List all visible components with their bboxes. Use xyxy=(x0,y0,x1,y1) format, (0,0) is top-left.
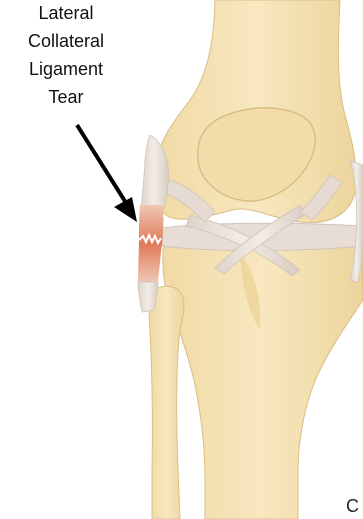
annotation-label-line-3: Ligament xyxy=(0,58,132,80)
fibula-bone xyxy=(149,286,184,519)
ligament-tear xyxy=(138,205,163,282)
tibia-bone xyxy=(163,237,363,519)
annotation-label-line-2: Collateral xyxy=(0,30,132,52)
arrow-down-right-icon xyxy=(77,125,137,222)
annotation-label-line-4: Tear xyxy=(0,86,132,108)
annotation-label-line-1: Lateral xyxy=(0,2,132,24)
corner-text: C xyxy=(346,495,359,517)
